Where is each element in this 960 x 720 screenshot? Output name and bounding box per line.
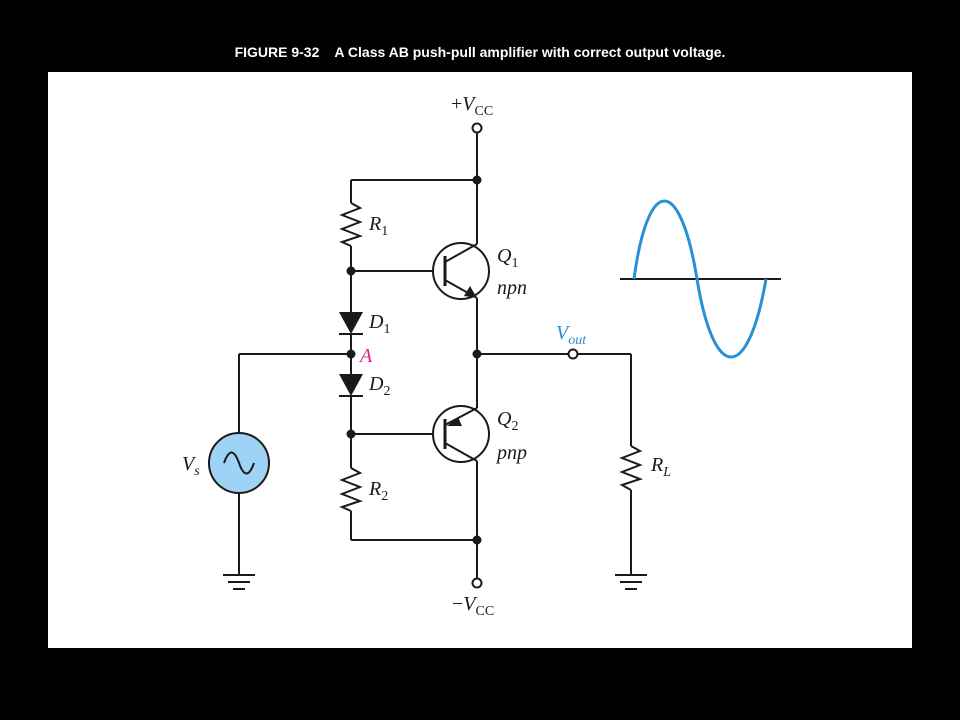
r2-label: R2 xyxy=(368,478,388,504)
q2-label: Q2 xyxy=(497,408,518,434)
transistor-q2-pnp xyxy=(432,405,490,463)
diode-d1 xyxy=(339,312,363,335)
ground-symbol-source xyxy=(223,574,255,590)
junction-dot xyxy=(346,429,356,439)
vcc-negative-label: −VCC xyxy=(452,593,494,619)
resistor-r1 xyxy=(339,202,363,247)
figure-caption: FIGURE 9-32 A Class AB push-pull amplifi… xyxy=(0,44,960,60)
junction-dot xyxy=(472,535,482,545)
vout-label: Vout xyxy=(556,322,587,348)
diode-d2 xyxy=(339,374,363,397)
diagram-panel xyxy=(48,72,912,648)
d1-label: D1 xyxy=(368,311,390,337)
figure-title: A Class AB push-pull amplifier with corr… xyxy=(334,44,726,60)
vcc-positive-label: +VCC xyxy=(451,93,493,119)
q2-type-label: pnp xyxy=(495,442,527,464)
r1-label: R1 xyxy=(368,213,388,239)
q1-type-label: npn xyxy=(497,277,527,299)
junction-dot xyxy=(472,175,482,185)
transistor-q1-npn xyxy=(432,242,490,300)
junction-dot xyxy=(346,266,356,276)
output-sine-waveform xyxy=(620,199,781,359)
q1-label: Q1 xyxy=(497,245,518,271)
node-a-label: A xyxy=(358,345,373,367)
vcc-positive-terminal xyxy=(471,122,483,180)
vs-label: Vs xyxy=(182,453,200,479)
junction-dot xyxy=(346,349,356,359)
vout-terminal xyxy=(567,348,579,360)
figure-number: FIGURE 9-32 xyxy=(234,44,320,60)
vcc-negative-terminal xyxy=(471,540,483,589)
ac-source-vs xyxy=(208,432,270,494)
rl-label: RL xyxy=(650,454,671,480)
d2-label: D2 xyxy=(368,373,390,399)
resistor-r2 xyxy=(339,467,363,512)
resistor-rl xyxy=(619,445,643,491)
junction-dot xyxy=(472,349,482,359)
ground-symbol-load xyxy=(615,574,647,590)
